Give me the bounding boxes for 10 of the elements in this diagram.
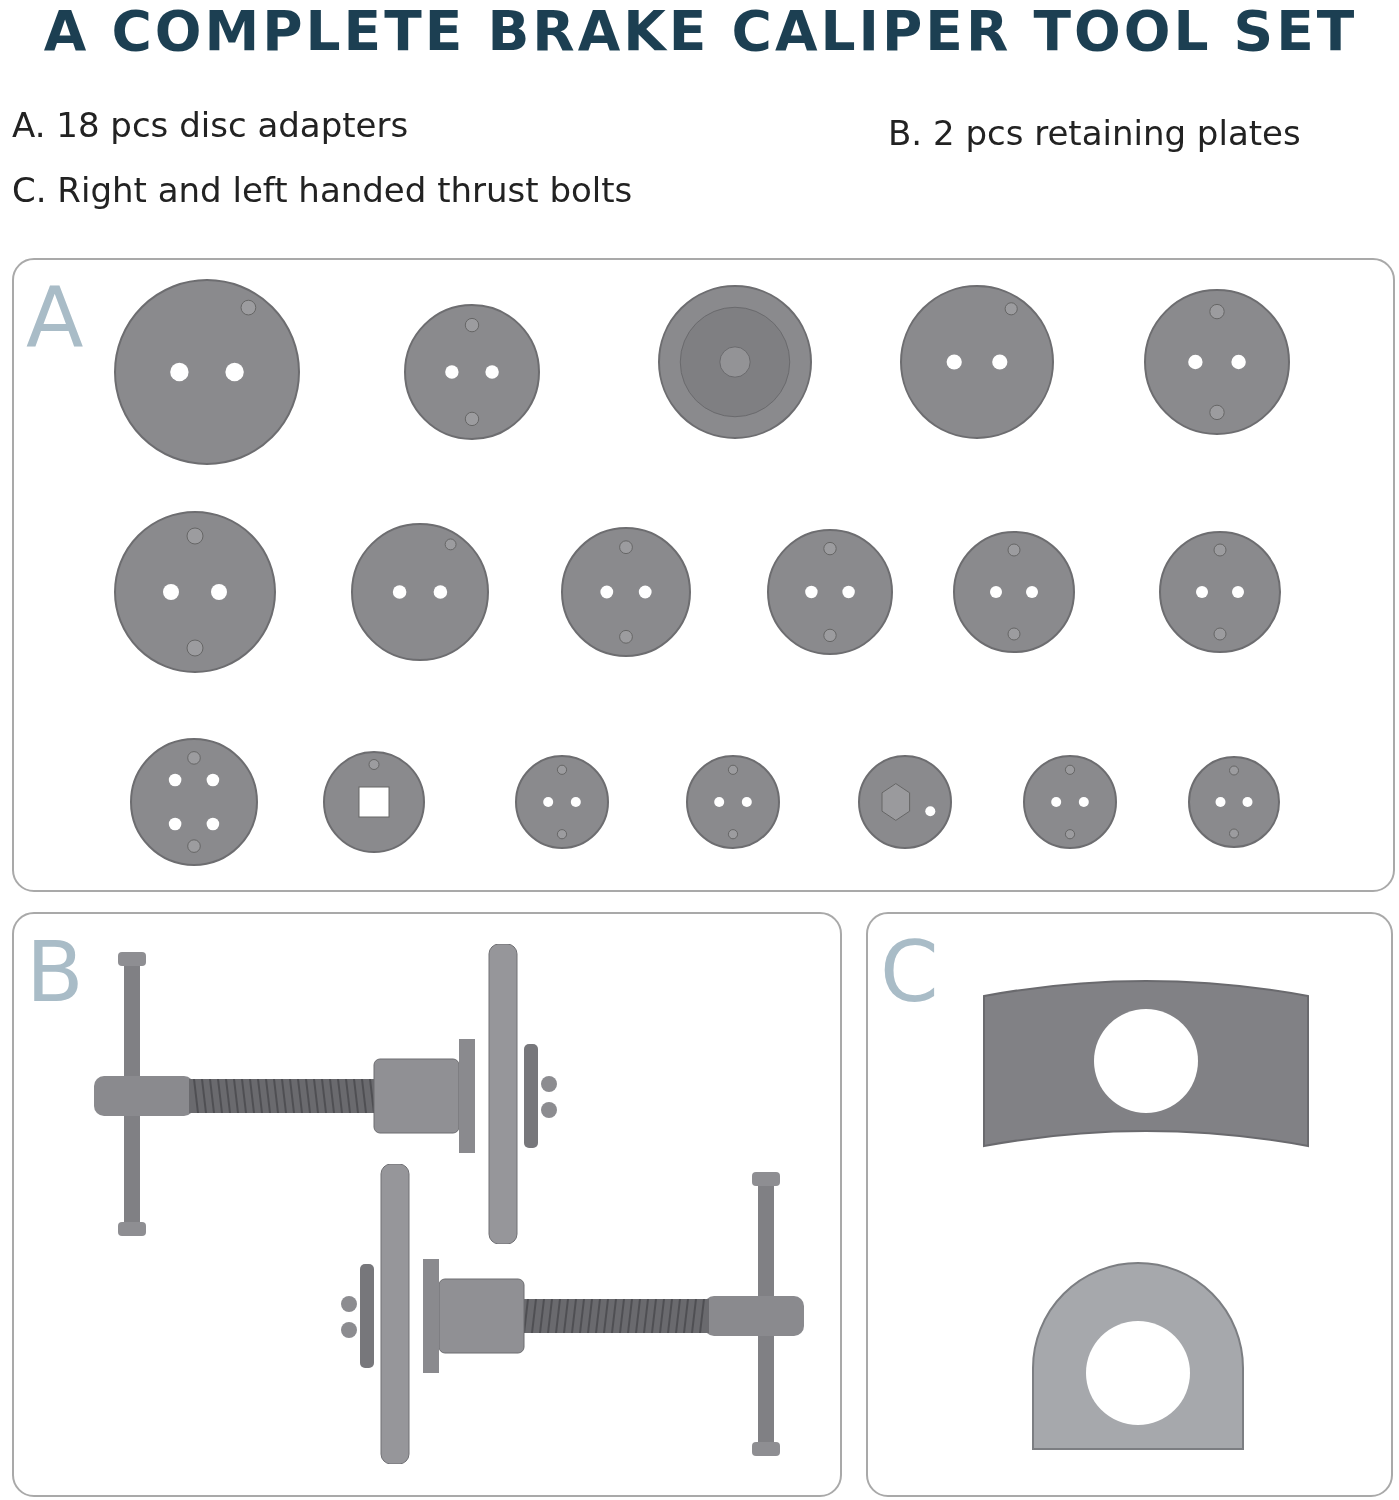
caption-text: C. Right and left handed thrust bolts xyxy=(12,169,633,212)
panel xyxy=(12,258,1395,892)
caption-text: B. 2 pcs retaining plates xyxy=(888,112,1301,155)
caption-text: A. 18 pcs disc adapters xyxy=(12,104,409,147)
section-letter: C xyxy=(880,924,939,1020)
title: A COMPLETE BRAKE CALIPER TOOL SET xyxy=(42,0,1359,65)
section-letter: A xyxy=(26,270,84,366)
section-letter: B xyxy=(26,924,84,1020)
panel xyxy=(12,912,842,1497)
panel xyxy=(866,912,1393,1497)
